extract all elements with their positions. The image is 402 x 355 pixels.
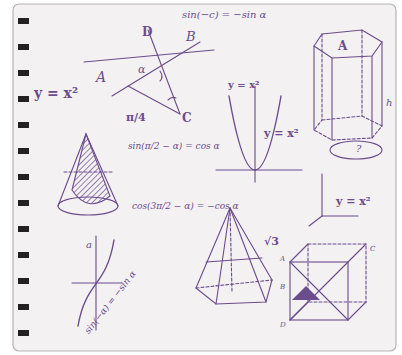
math-label: A xyxy=(96,70,106,84)
math-label: y = x² xyxy=(228,80,260,90)
math-label: C xyxy=(182,112,192,124)
math-label: y = x² xyxy=(34,86,78,100)
math-label: D xyxy=(280,322,286,329)
math-label: A xyxy=(338,40,347,52)
cube xyxy=(290,244,366,320)
ellipse xyxy=(330,141,382,159)
math-label: h xyxy=(386,98,392,108)
paper xyxy=(13,4,396,351)
math-label: α xyxy=(138,64,145,75)
cone-section xyxy=(58,134,118,215)
spiral-binding xyxy=(18,18,29,336)
math-label: y = x² xyxy=(264,128,299,139)
math-label: B xyxy=(186,30,196,43)
math-label: ? xyxy=(356,144,361,154)
math-label: cos(3π/2 − α) = −cos α xyxy=(132,202,239,211)
parabola-graph xyxy=(216,86,302,182)
math-label: y = x² xyxy=(336,196,371,207)
math-label: D xyxy=(142,26,152,38)
math-label: sin(π/2 − α) = cos α xyxy=(128,142,220,151)
pyramid xyxy=(196,208,272,304)
math-label: C xyxy=(370,246,375,253)
math-label: A xyxy=(280,256,285,263)
math-label: sin(−c) = −sin α xyxy=(182,10,266,20)
math-label: a xyxy=(86,240,92,250)
triangle-figure xyxy=(84,30,214,114)
math-label: B xyxy=(280,284,285,291)
hexagonal-prism xyxy=(314,30,382,140)
math-label: √3 xyxy=(264,236,279,247)
math-label: π/4 xyxy=(126,112,146,123)
